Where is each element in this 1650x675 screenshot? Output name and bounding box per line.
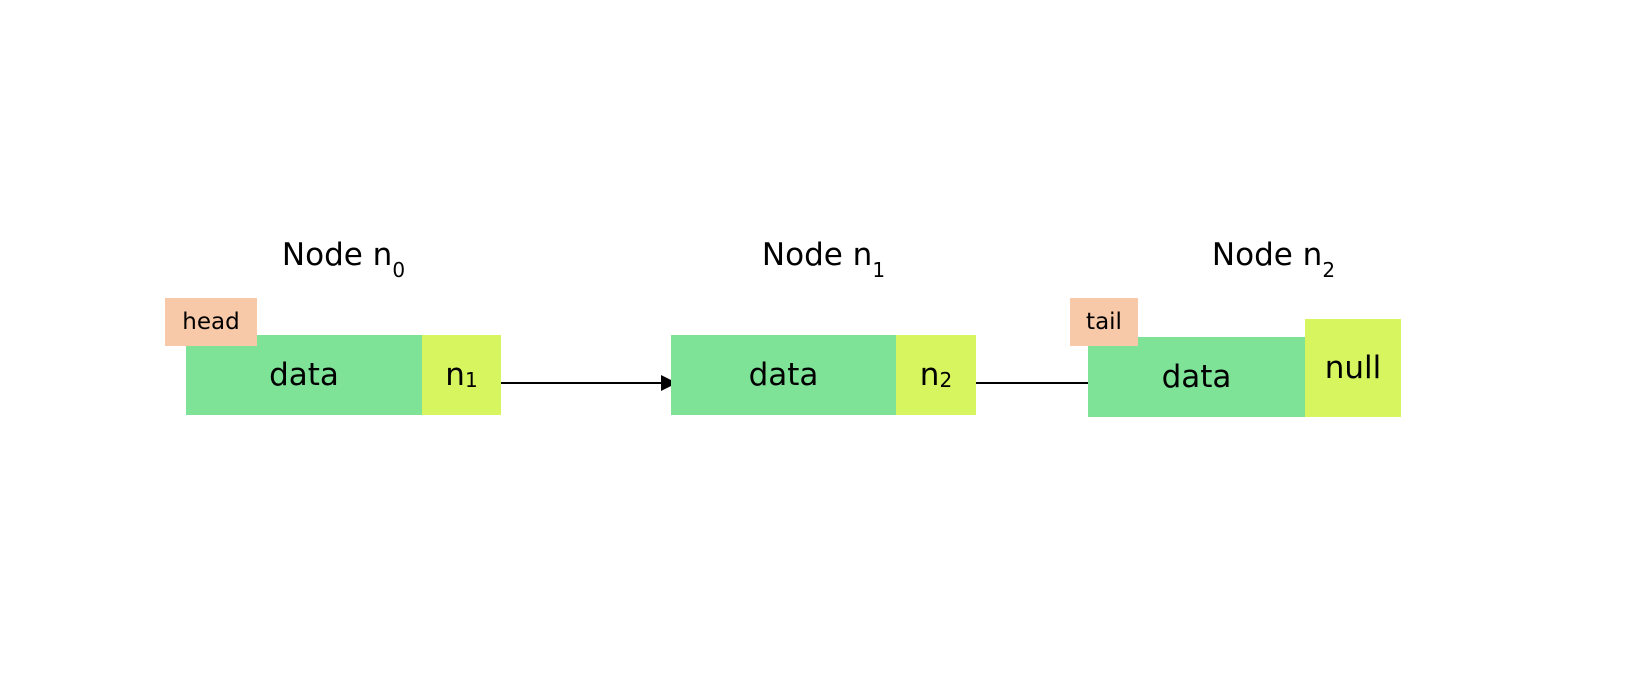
arrow-node0-to-node1	[501, 375, 677, 391]
tail-pointer-text: tail	[1086, 308, 1122, 335]
node-0-next-label: n	[445, 356, 465, 393]
node-title-2-text: Node n	[1211, 237, 1323, 273]
tail-pointer-label: tail	[1070, 298, 1138, 346]
node-title-0: Node n0	[186, 237, 501, 281]
node-1-data-cell: data	[671, 335, 896, 415]
node-title-2-subscript: 2	[1322, 258, 1336, 283]
node-0-next-subscript: 1	[464, 368, 478, 392]
node-title-1-subscript: 1	[872, 258, 886, 283]
node-title-0-subscript: 0	[392, 258, 406, 283]
node-2-next-label: null	[1324, 349, 1382, 386]
node-2-data-cell: data	[1088, 337, 1305, 417]
node-title-0-text: Node n	[281, 237, 393, 273]
node-title-1: Node n1	[671, 237, 976, 281]
node-0-data-cell: data	[186, 335, 422, 415]
node-0-data-label: data	[269, 356, 339, 393]
node-1-next-subscript: 2	[939, 368, 953, 392]
node-2-data-label: data	[1161, 358, 1232, 395]
head-pointer-label: head	[165, 298, 257, 346]
node-2-next-cell: null	[1305, 319, 1401, 417]
node-1-next-label: n	[919, 356, 940, 393]
head-pointer-text: head	[182, 308, 240, 335]
node-title-2: Node n2	[1146, 237, 1401, 281]
node-1-data-label: data	[748, 356, 819, 393]
node-title-1-text: Node n	[761, 237, 873, 273]
